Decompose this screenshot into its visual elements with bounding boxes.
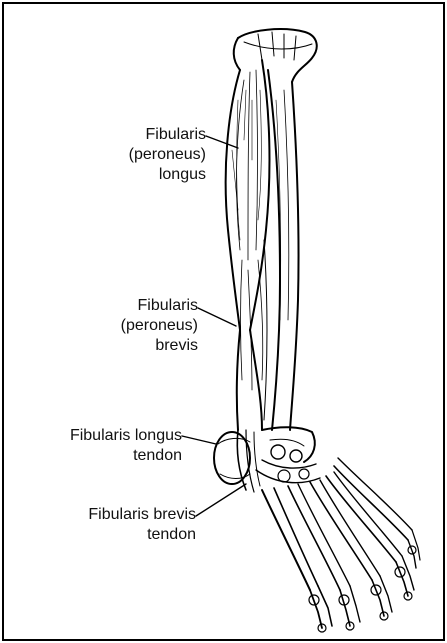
label-fibularis-longus-line2: (peroneus) xyxy=(129,145,206,165)
label-fibularis-brevis-line1: Fibularis xyxy=(121,296,198,316)
label-fibularis-brevis-line2: (peroneus) xyxy=(121,316,198,336)
label-fibularis-longus-tendon-line2: tendon xyxy=(70,446,182,466)
leader-line-fibularis-brevis-tendon xyxy=(196,484,246,516)
label-fibularis-brevis-tendon-line2: tendon xyxy=(88,525,196,545)
ankle-bones xyxy=(256,427,320,482)
leader-line-fibularis-brevis xyxy=(198,308,236,326)
label-fibularis-brevis: Fibularis (peroneus) brevis xyxy=(121,296,198,356)
label-fibularis-longus-line1: Fibularis xyxy=(129,125,206,145)
fibularis-longus-muscle xyxy=(226,60,270,330)
leader-line-fibularis-longus-tendon xyxy=(182,436,216,444)
calcaneus xyxy=(214,432,250,484)
label-fibularis-brevis-line3: brevis xyxy=(121,336,198,356)
fibula-head xyxy=(234,29,317,82)
label-fibularis-brevis-tendon-line1: Fibularis brevis xyxy=(88,505,196,525)
label-fibularis-longus-line3: longus xyxy=(129,165,206,185)
label-fibularis-longus-tendon-line1: Fibularis longus xyxy=(70,426,182,446)
label-fibularis-longus: Fibularis (peroneus) longus xyxy=(129,125,206,185)
leader-line-fibularis-longus xyxy=(206,136,238,148)
fibularis-brevis-muscle xyxy=(237,240,267,430)
fibularis-tendons xyxy=(237,430,260,492)
foot-bones xyxy=(262,458,420,632)
label-fibularis-longus-tendon: Fibularis longus tendon xyxy=(70,426,182,466)
tibia-shaft xyxy=(268,70,299,430)
label-fibularis-brevis-tendon: Fibularis brevis tendon xyxy=(88,505,196,545)
